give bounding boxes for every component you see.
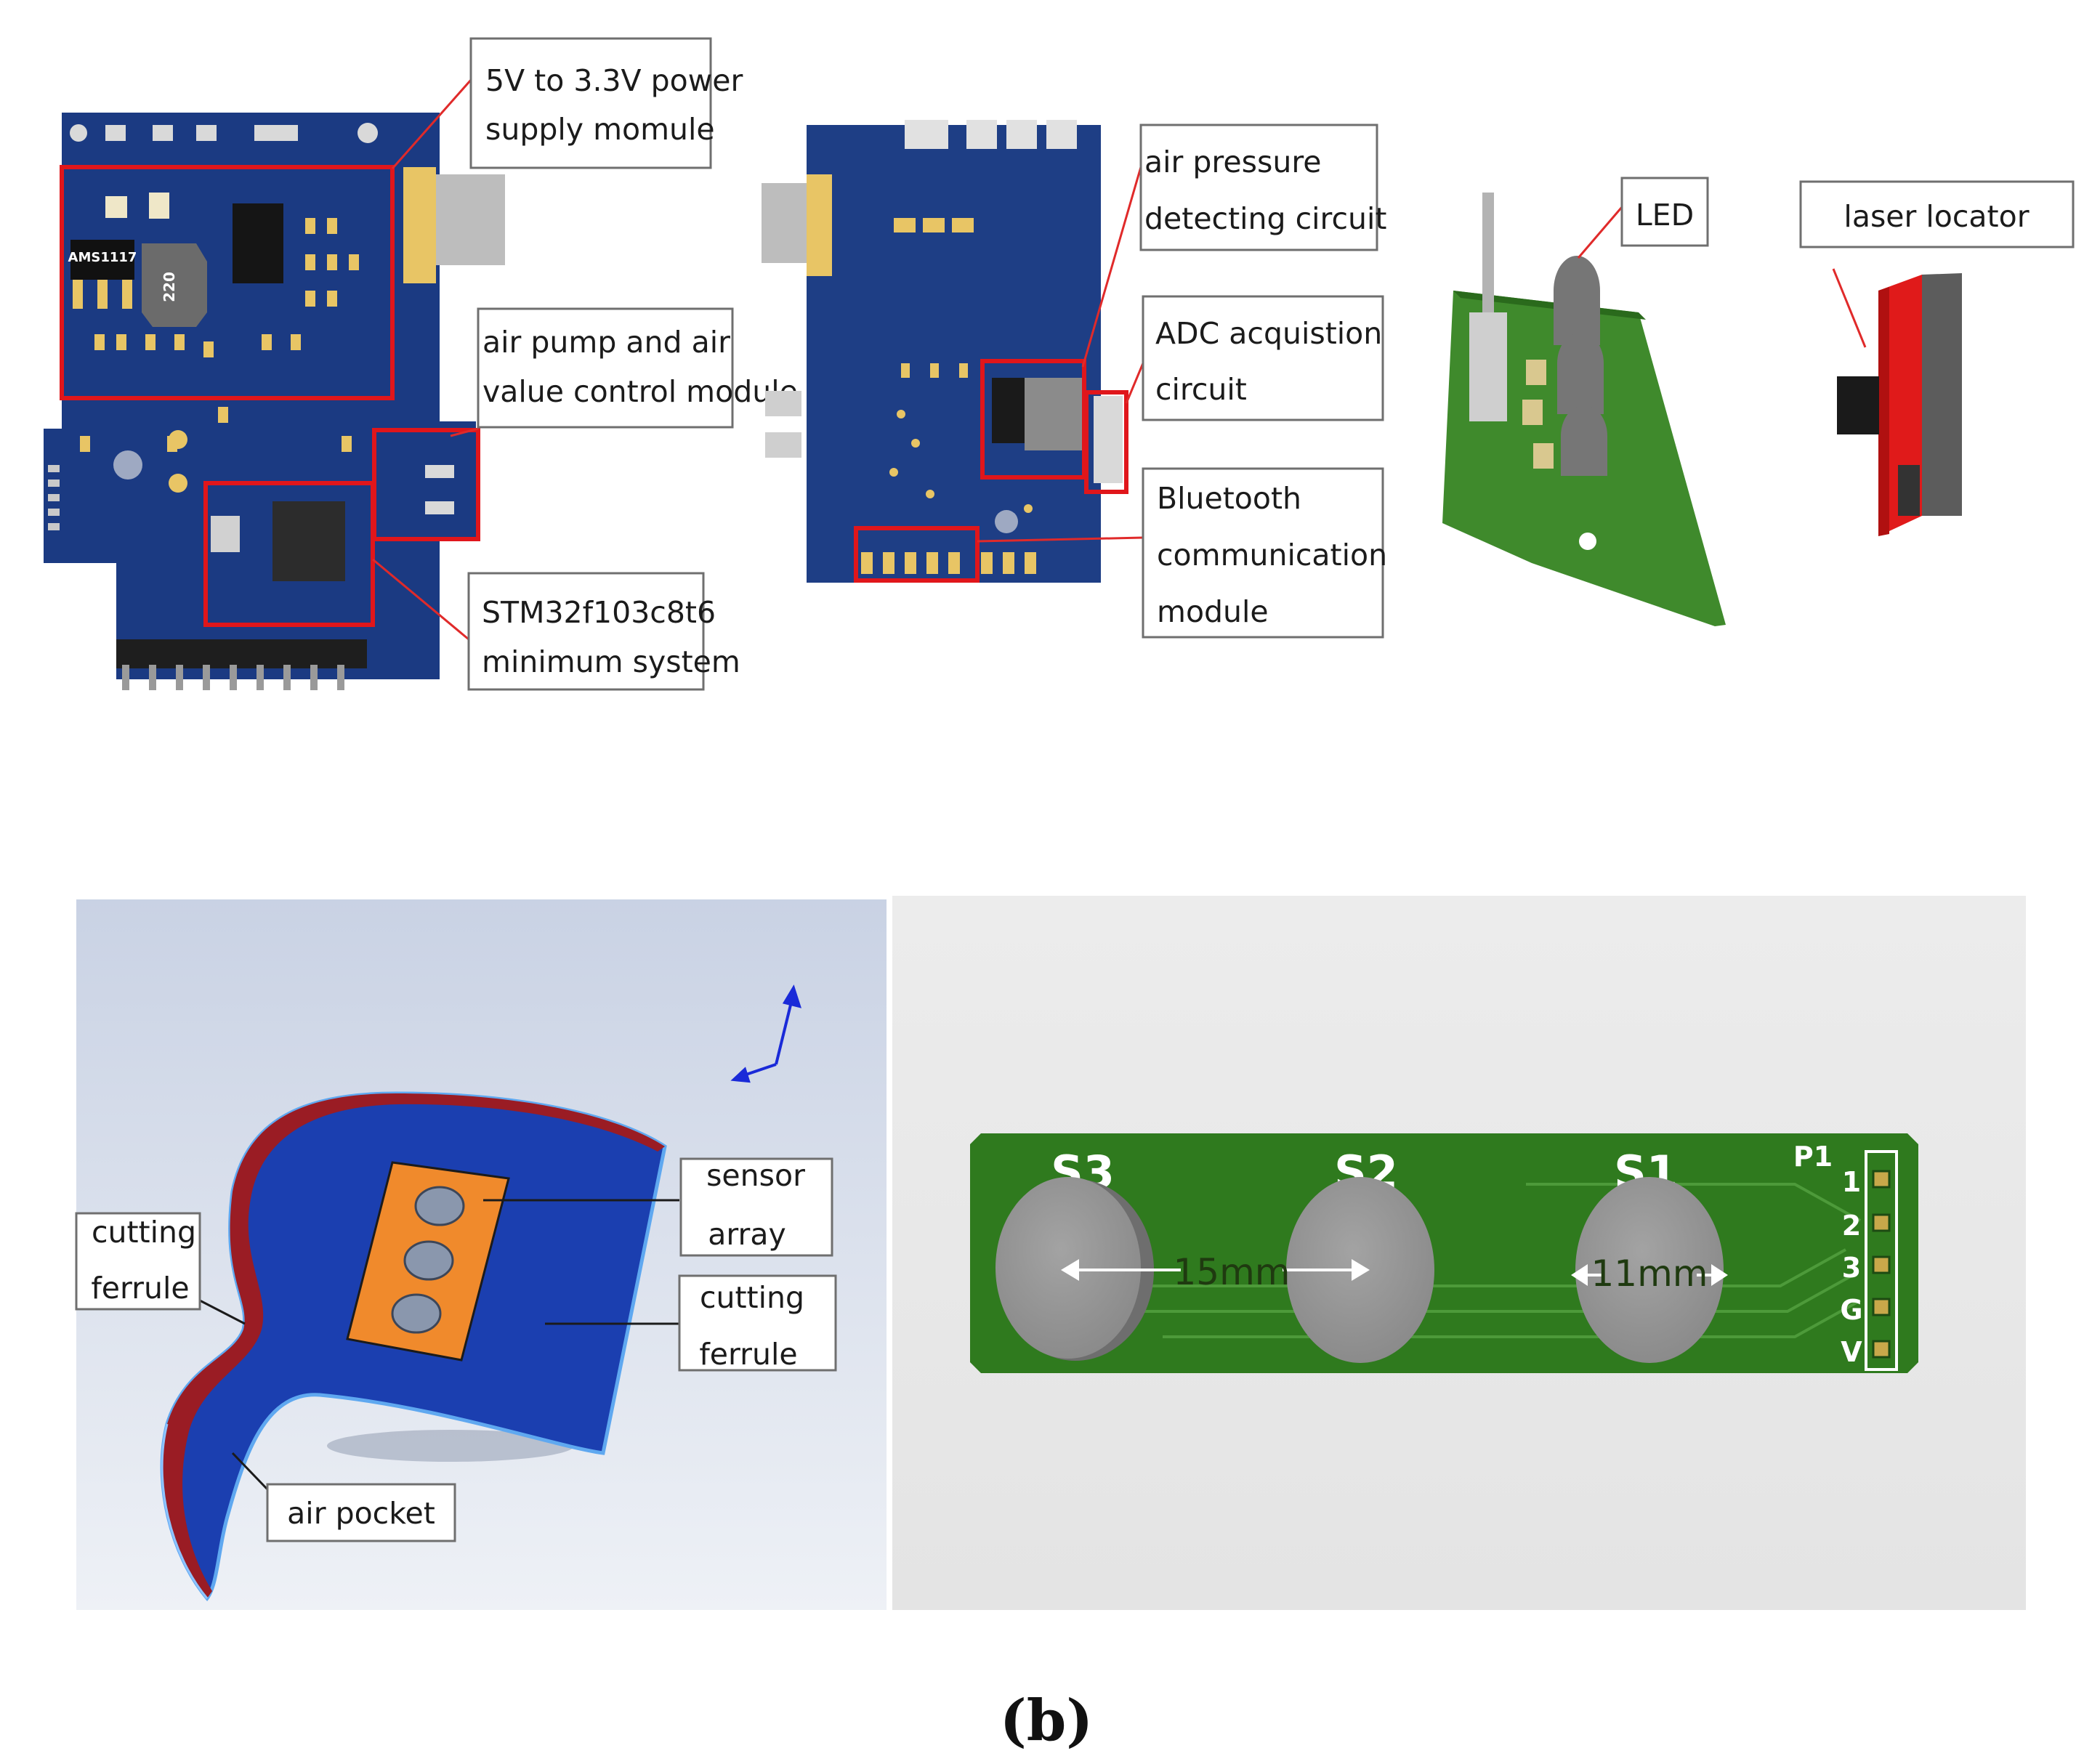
pump-module-highlight: [372, 428, 480, 541]
callout-pump-line1: air pump and air: [482, 325, 730, 360]
figure-caption: (b): [1000, 1688, 1093, 1754]
callout-pressure-line1: air pressure: [1144, 145, 1322, 179]
board2-top-connectors: [905, 120, 1077, 149]
callout-led: LED: [1620, 177, 1709, 247]
callout-bt-line1: Bluetooth: [1157, 481, 1301, 516]
callout-pump-control: air pump and air value control module: [477, 307, 798, 429]
ams1117-chip: [70, 240, 134, 280]
callout-air-pocket: air pocket: [266, 1483, 456, 1542]
pin-label-2: 2: [1842, 1210, 1861, 1242]
inductor: [142, 243, 207, 327]
sensor-disc-s1: [1575, 1177, 1724, 1363]
callout-sensor-line1: sensor: [706, 1158, 805, 1193]
led-components: [1554, 256, 1607, 476]
dimension-diameter-text: 11mm: [1591, 1253, 1708, 1295]
callout-bt-line2: communication: [1157, 538, 1387, 573]
callout-power-line1: 5V to 3.3V power: [485, 63, 743, 98]
callout-laser-text: laser locator: [1843, 199, 2029, 234]
callout-adc-line1: ADC acquistion: [1155, 316, 1382, 351]
header-label-p1: P1: [1793, 1141, 1833, 1173]
stm32-chip: [272, 501, 345, 581]
laser-lens: [1837, 376, 1879, 434]
led-board: [1442, 193, 1726, 626]
light-pipe: [1469, 193, 1507, 421]
callout-pressure-line2: detecting circuit: [1144, 201, 1387, 236]
callout-ferrule-left: cutting ferrule: [75, 1212, 201, 1311]
callout-led-text: LED: [1636, 198, 1694, 232]
callout-adc-line2: circuit: [1155, 372, 1247, 407]
pin-label-1: 1: [1842, 1166, 1861, 1198]
callout-ferrule-right: cutting ferrule: [678, 1274, 837, 1372]
smd-pads: [80, 218, 359, 452]
sensor-strip-panel: S3 S2 S1 P1 1 2 3 G V 15mm: [892, 896, 2026, 1610]
callout-stm32: STM32f103c8t6 minimum system: [467, 572, 740, 691]
dimension-spacing: 15mm: [1061, 1251, 1370, 1293]
callout-laser-locator: laser locator: [1799, 180, 2075, 248]
header-p1: [1865, 1150, 1898, 1371]
laser-locator: [1837, 273, 1962, 536]
bluetooth-highlight: [854, 526, 980, 583]
ams1117-label: AMS1117: [68, 250, 137, 265]
callout-stm-line1: STM32f103c8t6: [482, 595, 716, 630]
board2-outline: [807, 125, 1101, 583]
usb-connector-pads: [403, 167, 436, 283]
inductor-label: 220: [161, 272, 178, 302]
callout-sensor-array: sensor array: [679, 1157, 833, 1257]
callout-power-line2: supply momule: [485, 112, 715, 147]
pin-label-g: G: [1840, 1294, 1862, 1326]
callout-ferrule-right-line1: cutting: [700, 1280, 804, 1315]
board-top-pads: [70, 123, 378, 143]
callout-ferrule-left-line2: ferrule: [91, 1271, 189, 1306]
axis-triad-icon: [730, 984, 801, 1083]
callout-air-pocket-text: air pocket: [287, 1496, 435, 1531]
pin-label-v: V: [1841, 1336, 1862, 1368]
left-edge-pins: [48, 465, 60, 530]
power-module-highlight: [60, 165, 395, 400]
dimension-diameter: 11mm: [1571, 1253, 1728, 1295]
pin-label-3: 3: [1842, 1252, 1861, 1284]
callout-stm-line2: minimum system: [482, 644, 740, 679]
dimension-spacing-text: 15mm: [1173, 1251, 1290, 1293]
stm32-highlight: [203, 481, 375, 627]
sensor-pads: [391, 1186, 465, 1334]
callout-bt-line3: module: [1157, 594, 1269, 629]
board2-usb: [762, 183, 807, 263]
callout-pump-line2: value control module: [482, 374, 798, 409]
usb-connector: [436, 174, 505, 265]
header-pins: [1872, 1170, 1891, 1359]
sensor-interface-board: [762, 120, 1128, 583]
main-control-board: AMS1117 220: [44, 113, 505, 690]
callout-bluetooth: Bluetooth communication module: [1142, 467, 1387, 639]
callout-air-pressure: air pressure detecting circuit: [1139, 124, 1387, 251]
pressure-highlight: [1084, 390, 1128, 494]
callout-adc: ADC acquistion circuit: [1142, 295, 1384, 421]
callout-ferrule-left-line1: cutting: [92, 1215, 196, 1250]
callout-power-supply: 5V to 3.3V power supply momule: [469, 37, 743, 169]
bottom-header: [116, 639, 367, 668]
callout-ferrule-right-line2: ferrule: [699, 1337, 797, 1372]
callout-sensor-line2: array: [708, 1217, 786, 1252]
ic-chip: [233, 203, 283, 283]
